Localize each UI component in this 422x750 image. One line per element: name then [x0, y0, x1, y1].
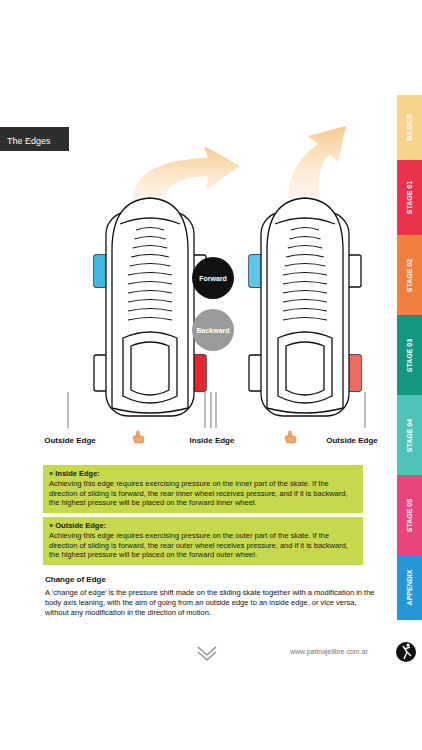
- lace: [130, 264, 171, 267]
- tab-label: APPENDIX: [406, 570, 413, 606]
- lace: [131, 255, 169, 258]
- box-body: Achieving this edge requires exercising …: [49, 531, 357, 560]
- boot-outline: [112, 198, 188, 413]
- section-tab: BASICS: [397, 95, 422, 160]
- section-tab: STAGE 05: [397, 475, 422, 555]
- tab-label: STAGE 05: [406, 498, 413, 531]
- section-tab: STAGE 03: [397, 315, 422, 395]
- down-chevron: [198, 647, 216, 660]
- lace: [283, 318, 327, 321]
- lace: [289, 237, 320, 240]
- boot-collar: [123, 332, 177, 403]
- tab-label: BASICS: [406, 114, 413, 140]
- direction-arrow: [288, 126, 346, 208]
- lace: [128, 291, 172, 294]
- info-box: » Outside Edge:Achieving this edge requi…: [43, 517, 363, 565]
- paragraph: A ‘change of edge’ is the pressure shift…: [45, 588, 375, 618]
- lace: [283, 273, 327, 276]
- lace: [134, 237, 165, 240]
- title-tab: The Edges: [0, 127, 69, 151]
- tab-label: STAGE 03: [406, 338, 413, 371]
- edge-label: Outside Edge: [310, 436, 394, 447]
- direction-circle: Forward: [192, 257, 234, 299]
- section-tab: APPENDIX: [397, 555, 422, 620]
- skate-drawing: [94, 198, 206, 416]
- boot-collar: [286, 342, 324, 395]
- section-tab: STAGE 01: [397, 160, 422, 235]
- section-heading: Change of Edge: [45, 575, 365, 586]
- toe-line: [120, 218, 180, 224]
- lace: [285, 264, 326, 267]
- lace: [128, 318, 172, 321]
- tab-label: STAGE 04: [406, 418, 413, 451]
- lace: [128, 309, 172, 312]
- box-body: Achieving this edge requires exercising …: [49, 479, 357, 508]
- tab-label: STAGE 02: [406, 258, 413, 291]
- circle-label: Forward: [199, 275, 227, 282]
- lace: [128, 282, 172, 285]
- lace: [136, 228, 164, 231]
- hand-icon: [133, 431, 144, 443]
- lace: [128, 273, 172, 276]
- direction-circle: Backward: [192, 309, 234, 351]
- info-box: » Inside Edge:Achieving this edge requir…: [43, 465, 363, 513]
- lace: [288, 246, 322, 249]
- circle-label: Backward: [196, 327, 229, 334]
- boot-collar: [278, 332, 332, 403]
- edge-label: Inside Edge: [160, 436, 264, 447]
- boot-collar: [131, 342, 169, 395]
- tab-label: STAGE 01: [406, 181, 413, 214]
- box-heading: » Inside Edge:: [49, 469, 357, 479]
- lace: [133, 246, 167, 249]
- website-url: www.patinajelibre.com.ar: [290, 647, 390, 656]
- page-title: The Edges: [7, 136, 51, 146]
- logo-icon: [396, 642, 416, 662]
- edge-label: Outside Edge: [20, 436, 120, 447]
- leader-lines: [68, 392, 365, 428]
- lace: [283, 291, 327, 294]
- skate-drawing: [249, 198, 361, 416]
- toe-line: [275, 218, 335, 224]
- lace: [283, 300, 327, 303]
- lace: [291, 228, 319, 231]
- box-heading: » Outside Edge:: [49, 521, 357, 531]
- section-tab: STAGE 04: [397, 395, 422, 475]
- hand-icon: [285, 431, 296, 443]
- lace: [286, 255, 324, 258]
- lace: [128, 300, 172, 303]
- lace: [283, 282, 327, 285]
- lace: [283, 309, 327, 312]
- section-tab: STAGE 02: [397, 235, 422, 315]
- boot-outline: [267, 198, 343, 413]
